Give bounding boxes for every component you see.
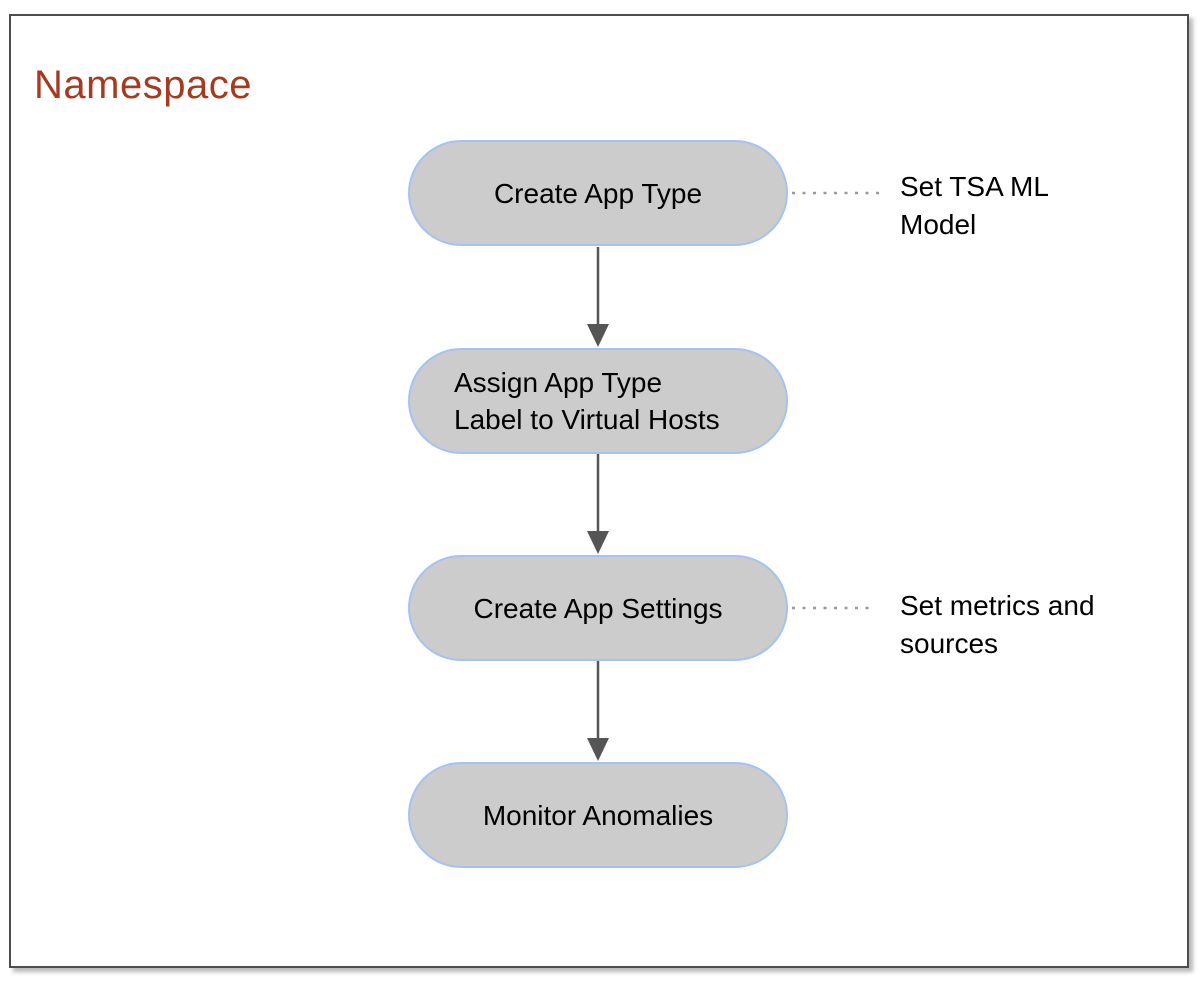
- annotation-set-metrics-and-sources: Set metrics and sources: [900, 590, 1095, 659]
- node-assign-app-type-label-to-virtual-hosts: Assign App Type Label to Virtual Hosts: [408, 348, 788, 454]
- node-monitor-anomalies: Monitor Anomalies: [408, 762, 788, 868]
- annotation-set-tsa-ml-model: Set TSA ML Model: [900, 171, 1049, 240]
- node-create-app-type: Create App Type: [408, 140, 788, 246]
- node-create-app-settings: Create App Settings: [408, 555, 788, 661]
- diagram-title: Namespace: [34, 63, 252, 107]
